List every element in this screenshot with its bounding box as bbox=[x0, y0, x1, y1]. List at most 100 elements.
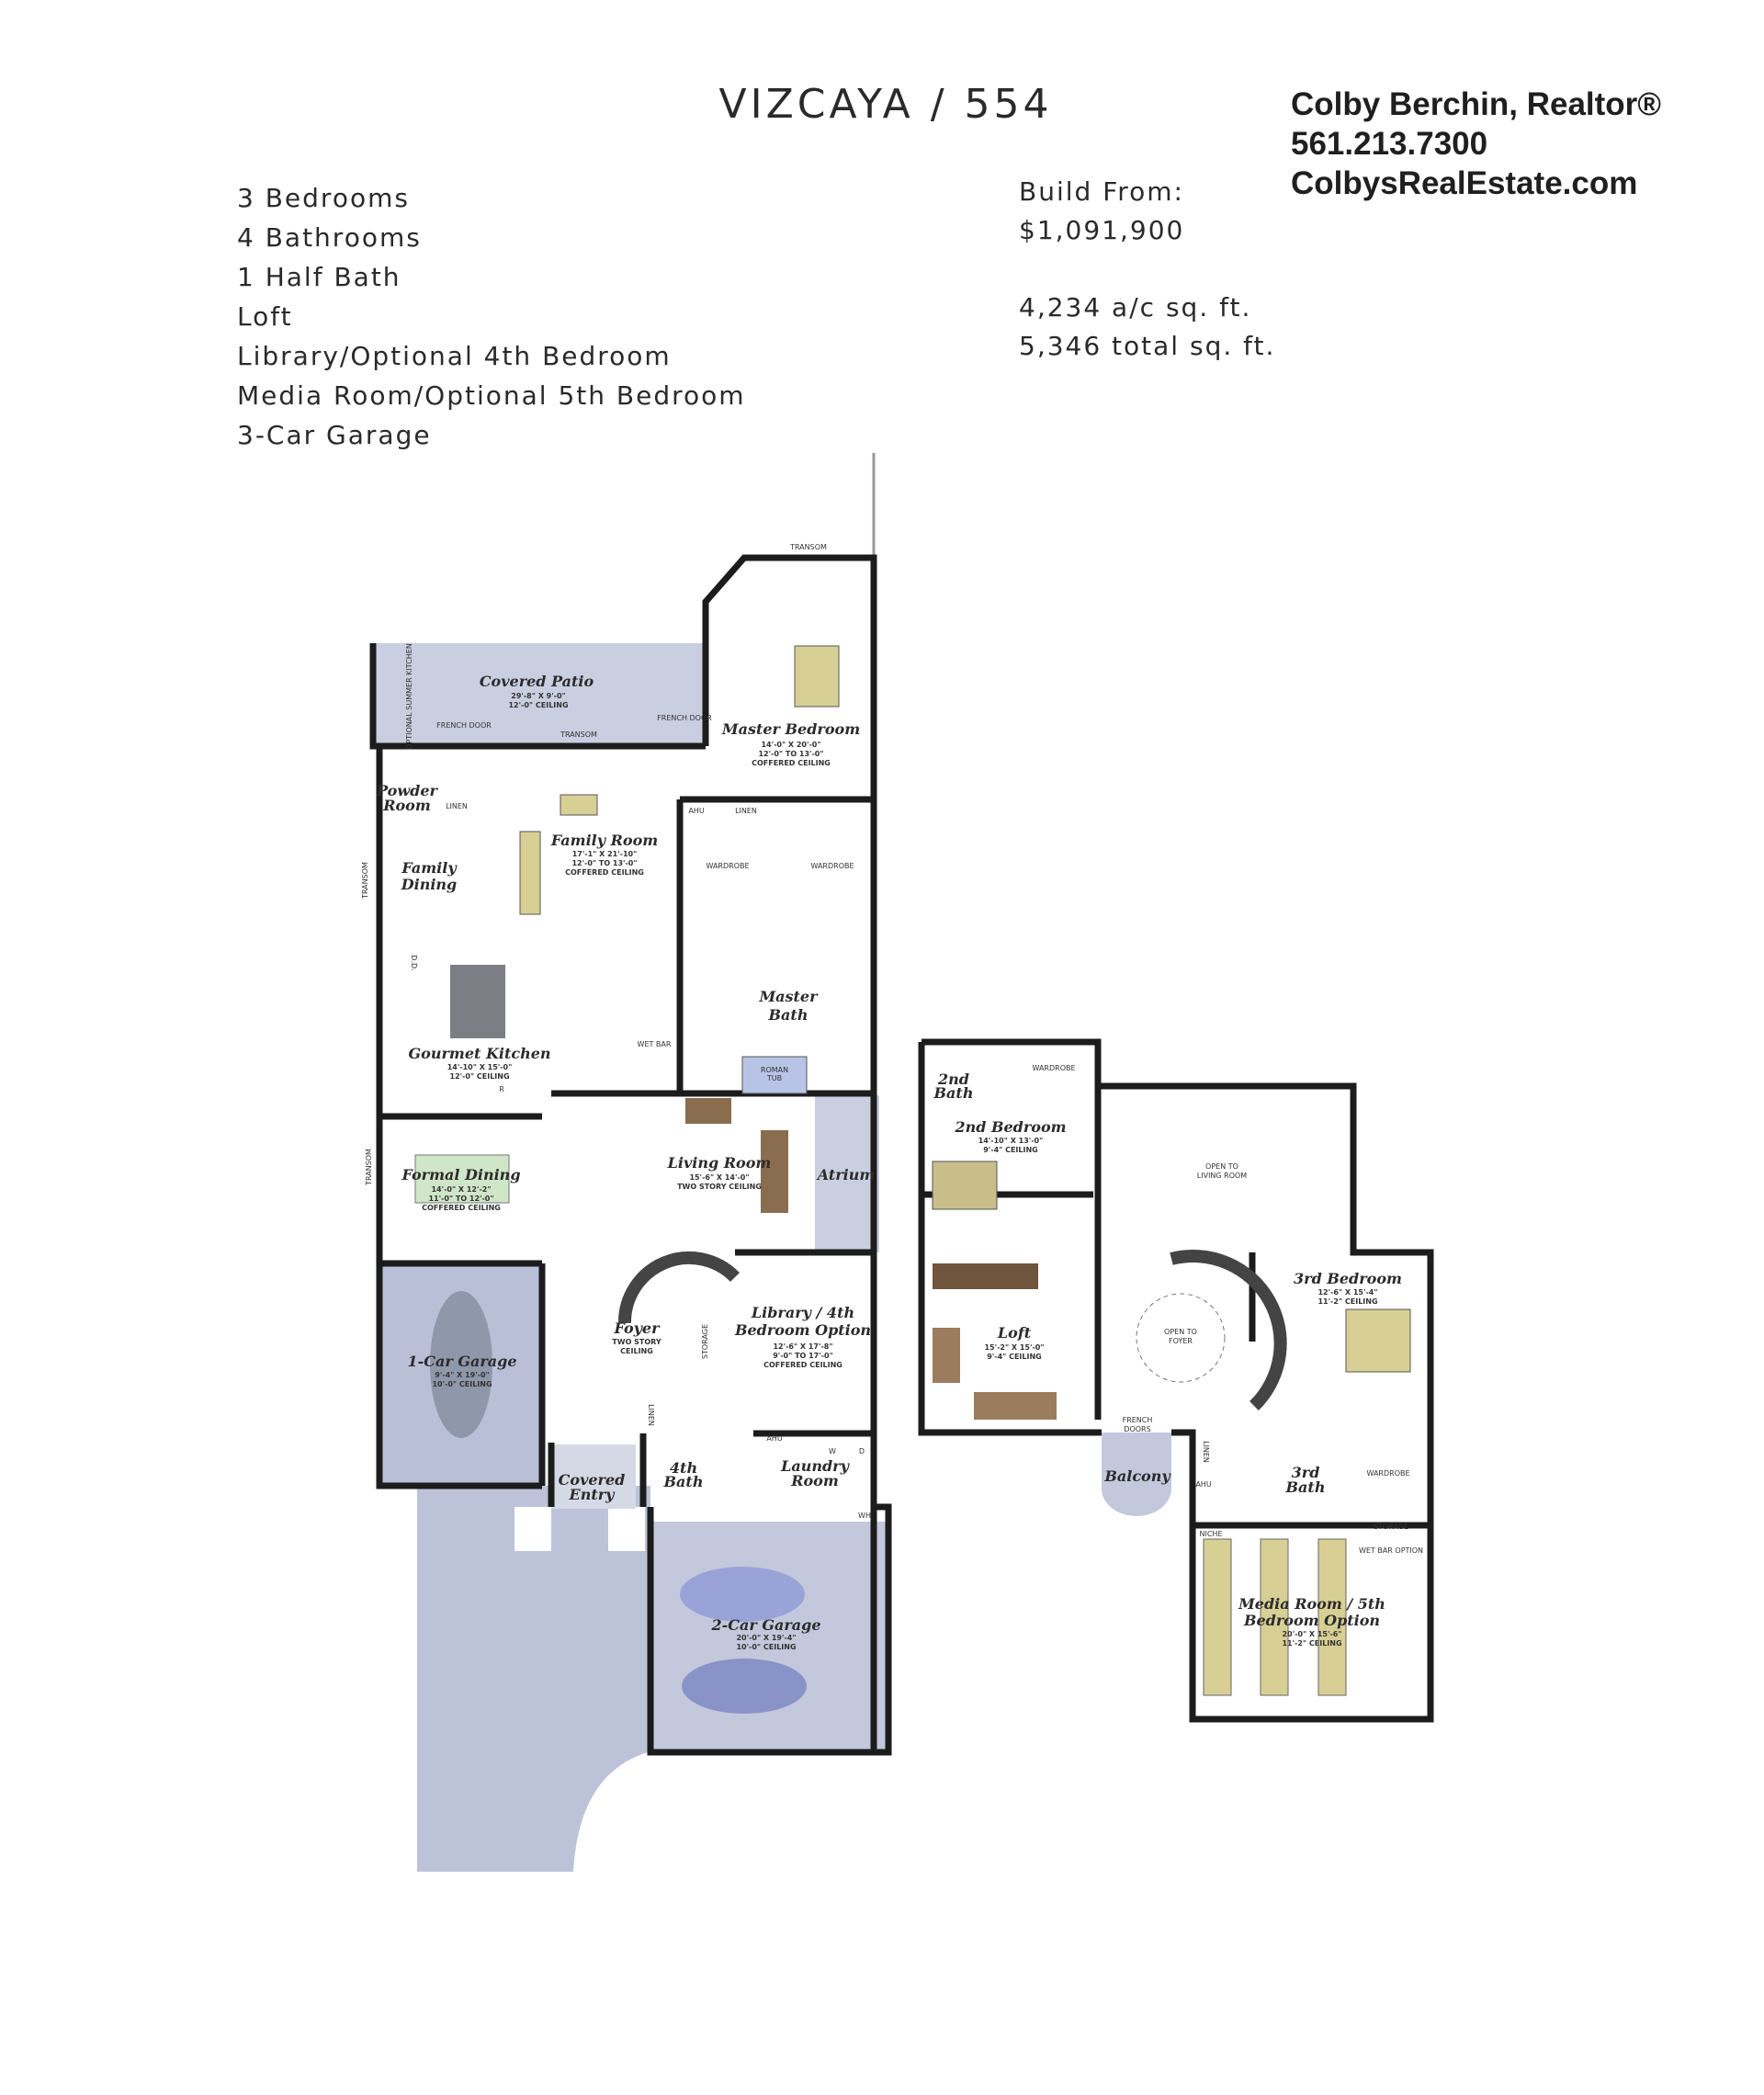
feature-item: 3-Car Garage bbox=[237, 420, 432, 450]
covered-entry bbox=[551, 1444, 636, 1509]
sofa bbox=[560, 794, 598, 816]
room-ceiling: COFFERED CEILING bbox=[565, 868, 644, 877]
room-dims: 14'-10" X 13'-0" bbox=[978, 1137, 1044, 1145]
roman-tub-note: ROMAN bbox=[761, 1066, 788, 1074]
room-label: Room bbox=[790, 1472, 839, 1489]
atrium bbox=[815, 1095, 879, 1252]
room-label: Entry bbox=[569, 1486, 616, 1503]
driveway bbox=[417, 1486, 650, 1872]
room-dims: 20'-0" X 15'-6" bbox=[1282, 1630, 1341, 1638]
room-label: Covered bbox=[559, 1471, 626, 1489]
room-label: Bath bbox=[663, 1473, 704, 1490]
covered-patio bbox=[373, 643, 706, 746]
transom-note: TRANSOM bbox=[560, 730, 597, 739]
room-ceiling: 9'-4" CEILING bbox=[987, 1353, 1042, 1361]
french-doors-note: DOORS bbox=[1124, 1425, 1150, 1433]
bed bbox=[932, 1161, 998, 1210]
room-label: Room bbox=[382, 797, 431, 814]
feature-item: Loft bbox=[237, 301, 293, 332]
second-floor-plan: 2nd Bath WARDROBE 2nd Bedroom 14'-10" X … bbox=[918, 1038, 1434, 1723]
wardrobe-note: WARDROBE bbox=[1366, 1469, 1409, 1478]
room-label: 3rd bbox=[1292, 1464, 1320, 1481]
room-label: Loft bbox=[997, 1324, 1032, 1342]
media-seating bbox=[1317, 1538, 1347, 1696]
roman-tub-note: TUB bbox=[766, 1074, 782, 1082]
room-ceiling: COFFERED CEILING bbox=[763, 1361, 842, 1369]
build-from-label: Build From: bbox=[1019, 176, 1184, 207]
balcony bbox=[1102, 1433, 1171, 1516]
roman-tub bbox=[741, 1056, 808, 1094]
wardrobe-note: WARDROBE bbox=[706, 862, 749, 870]
car bbox=[430, 1291, 492, 1438]
room-label: 1-Car Garage bbox=[407, 1353, 516, 1370]
wardrobe-note: WARDROBE bbox=[810, 862, 854, 870]
car bbox=[682, 1659, 807, 1714]
room-dims: 14'-10" X 15'-0" bbox=[447, 1063, 513, 1071]
room-ceiling: 11'-0" TO 12'-0" bbox=[428, 1195, 493, 1203]
room-label: Covered Patio bbox=[480, 673, 594, 690]
open-note: LIVING ROOM bbox=[1197, 1172, 1248, 1180]
open-note: OPEN TO bbox=[1164, 1328, 1197, 1336]
storage-note: STORAGE bbox=[1374, 1523, 1408, 1531]
transom-note: TRANSOM bbox=[365, 1149, 373, 1186]
feature-item: Media Room/Optional 5th Bedroom bbox=[237, 380, 746, 411]
room-label: Family Room bbox=[550, 832, 658, 849]
room-ceiling: 9'-0" TO 17'-0" bbox=[773, 1352, 833, 1360]
bed bbox=[1345, 1308, 1411, 1373]
open-note: OPEN TO bbox=[1205, 1162, 1238, 1171]
room-ceiling: TWO STORY bbox=[612, 1338, 662, 1346]
room-ceiling: CEILING bbox=[620, 1347, 653, 1355]
room-label: Bath bbox=[933, 1084, 974, 1102]
feature-item: 3 Bedrooms bbox=[237, 183, 410, 213]
water-heater-note: WH bbox=[858, 1512, 871, 1520]
linen-note: LINEN bbox=[446, 802, 468, 810]
feature-list: 3 Bedrooms 4 Bathrooms 1 Half Bath Loft … bbox=[237, 178, 746, 455]
room-label: 4th bbox=[670, 1459, 697, 1477]
room-label: Balcony bbox=[1103, 1467, 1171, 1485]
realtor-phone: 561.213.7300 bbox=[1291, 126, 1488, 162]
spiral-staircase bbox=[617, 1251, 740, 1324]
room-label: Formal Dining bbox=[401, 1166, 520, 1183]
realtor-name: Colby Berchin, Realtor® bbox=[1291, 86, 1662, 122]
room-label: Media Room / 5th bbox=[1238, 1595, 1385, 1613]
open-note: FOYER bbox=[1169, 1337, 1193, 1345]
room-dims: 17'-1" X 21'-10" bbox=[572, 850, 638, 858]
room-dims: 12'-6" X 17'-8" bbox=[773, 1342, 832, 1351]
price: $1,091,900 bbox=[1019, 215, 1185, 245]
room-label: Bath bbox=[768, 1006, 808, 1024]
room-dims: 15'-2" X 15'-0" bbox=[984, 1343, 1044, 1352]
french-door-note: FRENCH DOOR bbox=[657, 714, 712, 722]
room-label: Master Bedroom bbox=[721, 720, 860, 738]
room-ceiling: 10'-0" CEILING bbox=[736, 1643, 796, 1651]
room-label: Master bbox=[758, 988, 819, 1005]
dd-note: D.D. bbox=[410, 955, 418, 970]
wet-bar-note: WET BAR bbox=[638, 1040, 672, 1048]
ahu-note: AHU bbox=[688, 807, 704, 815]
room-dims: 20'-0" X 19'-4" bbox=[736, 1634, 796, 1642]
room-ceiling: 9'-4" CEILING bbox=[983, 1146, 1038, 1154]
room-label: Family bbox=[401, 859, 458, 877]
sofa bbox=[933, 1328, 960, 1383]
room-label: 2nd bbox=[937, 1070, 969, 1088]
spiral-staircase bbox=[1170, 1250, 1287, 1411]
two-car-garage bbox=[650, 1522, 888, 1752]
media-seating bbox=[1203, 1538, 1232, 1696]
french-door-note: FRENCH DOOR bbox=[436, 721, 492, 730]
room-label: Laundry bbox=[780, 1457, 851, 1475]
room-label: Foyer bbox=[613, 1319, 661, 1337]
room-label: Dining bbox=[401, 876, 457, 893]
linen-note: LINEN bbox=[735, 807, 757, 815]
desk bbox=[933, 1263, 1038, 1289]
room-label: 3rd Bedroom bbox=[1294, 1270, 1402, 1287]
room-ceiling: COFFERED CEILING bbox=[752, 759, 831, 767]
dining-table bbox=[414, 1154, 510, 1204]
total-sqft: 5,346 total sq. ft. bbox=[1019, 331, 1276, 361]
room-ceiling: 10'-0" CEILING bbox=[432, 1380, 492, 1388]
room-dims: 15'-6" X 14'-0" bbox=[689, 1173, 749, 1182]
french-doors-note: FRENCH bbox=[1123, 1416, 1153, 1424]
feature-item: 1 Half Bath bbox=[237, 262, 401, 292]
room-ceiling: 11'-2" CEILING bbox=[1282, 1639, 1341, 1648]
transom-note: TRANSOM bbox=[789, 543, 827, 551]
realtor-website: ColbysRealEstate.com bbox=[1291, 165, 1638, 201]
